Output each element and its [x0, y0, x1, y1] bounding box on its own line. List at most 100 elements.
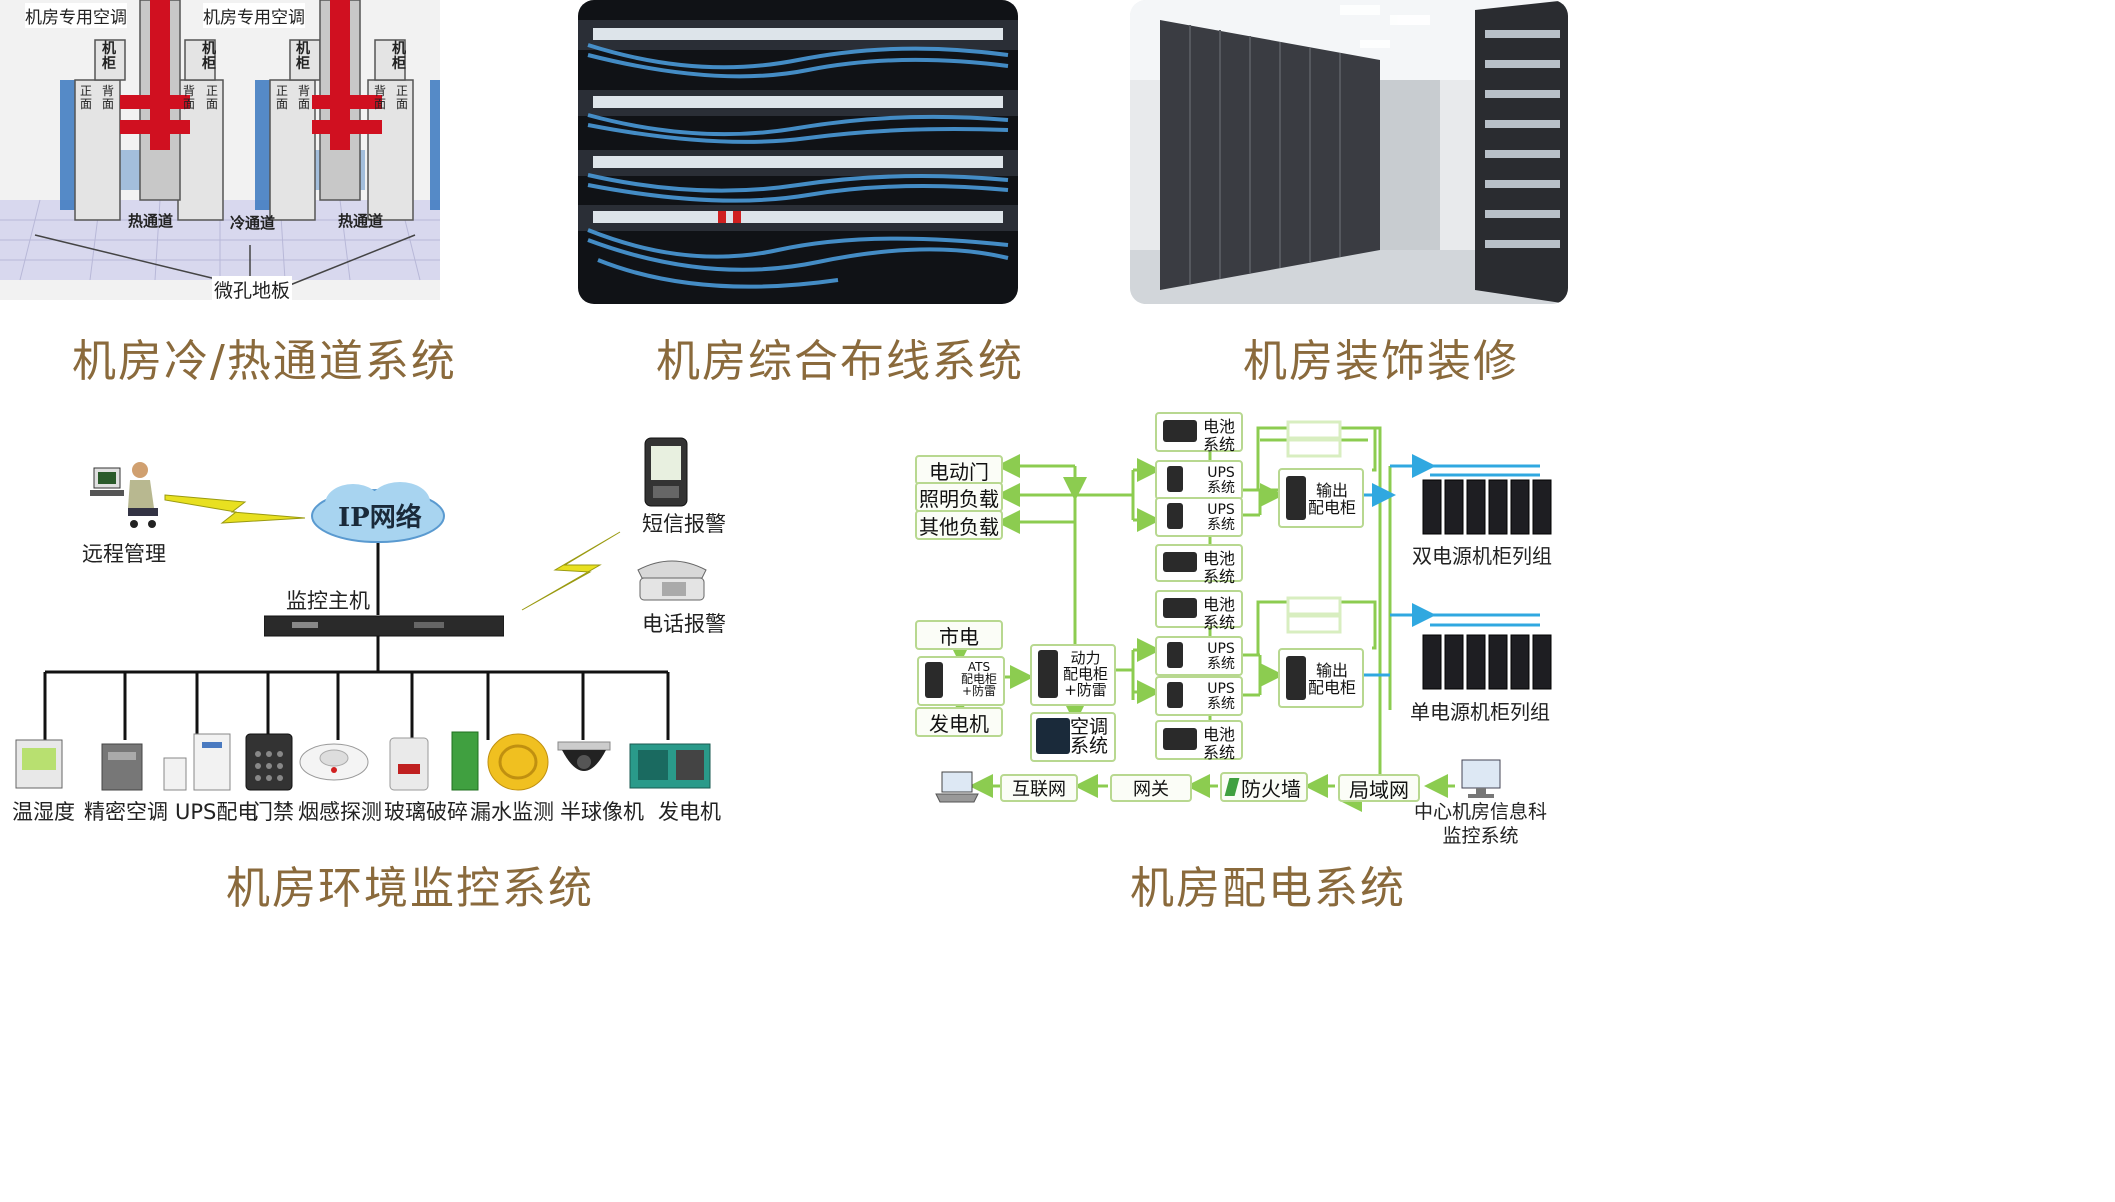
monitor-pc-icon — [1461, 759, 1501, 798]
firewall-label: 防火墙 — [1241, 776, 1301, 801]
ups-label: UPS 系统 — [1207, 502, 1235, 533]
battery-label: 电池 系统 — [1202, 725, 1235, 762]
other-load-box: 其他负载 — [915, 510, 1003, 540]
glass-break-icon — [389, 737, 429, 791]
generator-box: 发电机 — [915, 707, 1003, 737]
ac-right-label: 机房专用空调 — [203, 3, 305, 28]
monitoring-lines — [43, 494, 670, 740]
bolt-left-icon — [164, 494, 306, 524]
smoke-detector-icon — [299, 743, 369, 781]
battery-3: 电池 系统 — [1155, 590, 1243, 632]
cabinet-icon — [1038, 650, 1058, 698]
power-cabinet-label: 动力 配电柜 +防雷 — [1062, 649, 1108, 699]
electric-door-box: 电动门 — [915, 455, 1003, 485]
ups-icon — [1167, 642, 1183, 668]
battery-1: 电池 系统 — [1155, 412, 1243, 454]
ups-3: UPS 系统 — [1155, 636, 1243, 676]
device-label-3: 门禁 — [252, 800, 294, 824]
ups-label: UPS 系统 — [1207, 465, 1235, 496]
ats-label: ATS 配电柜 +防雷 — [960, 660, 997, 698]
remote-admin-icon — [90, 462, 158, 528]
generator-icon — [629, 743, 711, 789]
battery-icon — [1163, 420, 1197, 442]
front-label-3: 正面 — [276, 84, 289, 111]
center-monitoring-label: 中心机房信息科 监控系统 — [1414, 801, 1548, 847]
device-label-1: 精密空调 — [84, 800, 168, 824]
access-control-icon — [245, 733, 293, 791]
back-label-1: 背面 — [102, 84, 115, 111]
lighting-load-box: 照明负载 — [915, 482, 1003, 512]
caption-cold-hot-aisle: 机房冷/热通道系统 — [72, 336, 457, 387]
back-label-4: 背面 — [374, 84, 387, 111]
mobile-phone-icon — [644, 437, 688, 507]
firewall-box: 防火墙 — [1220, 772, 1308, 802]
host-device-icon — [264, 615, 504, 637]
output-cabinet-label: 输出 配电柜 — [1307, 481, 1356, 517]
ups-label: UPS 系统 — [1207, 641, 1235, 672]
battery-label: 电池 系统 — [1202, 595, 1235, 632]
ups-icon — [1167, 503, 1183, 529]
patch-panel-illustration — [578, 20, 1018, 289]
ac-system: 空调 系统 — [1030, 712, 1116, 762]
ac-left-label: 机房专用空调 — [25, 3, 127, 28]
ups-icon — [1167, 682, 1183, 708]
floor-label: 微孔地板 — [212, 276, 293, 300]
caption-env-monitoring: 机房环境监控系统 — [226, 863, 594, 914]
ip-network-label: IP网络 — [338, 503, 422, 533]
cabinet-label-1: 机柜 — [102, 41, 116, 72]
water-leak-icon — [451, 731, 549, 791]
laptop-icon — [935, 771, 979, 803]
ups-label: UPS 系统 — [1207, 681, 1235, 712]
battery-label: 电池 系统 — [1202, 549, 1235, 586]
front-label-1: 正面 — [80, 84, 93, 111]
mains-box: 市电 — [915, 620, 1003, 650]
ats-cabinet: ATS 配电柜 +防雷 — [917, 656, 1005, 706]
host-label: 监控主机 — [286, 589, 370, 613]
ac-system-label: 空调 系统 — [1069, 716, 1108, 757]
battery-icon — [1163, 728, 1197, 750]
output-cabinet-1: 输出 配电柜 — [1278, 468, 1364, 528]
cabinet-icon — [1286, 656, 1306, 700]
gateway-box: 网关 — [1110, 774, 1192, 802]
cabinet-label-2: 机柜 — [202, 41, 216, 72]
cold-aisle-label: 冷通道 — [230, 214, 276, 232]
remote-label: 远程管理 — [82, 542, 166, 566]
caption-cabling: 机房综合布线系统 — [656, 336, 1024, 387]
power-cabinet: 动力 配电柜 +防雷 — [1030, 644, 1116, 706]
device-label-2: UPS配电 — [175, 800, 259, 824]
hot-aisle-label-2: 热通道 — [338, 212, 384, 230]
battery-4: 电池 系统 — [1155, 720, 1243, 762]
ups-icon — [1167, 466, 1183, 492]
back-label-3: 背面 — [298, 84, 311, 111]
cabinet-icon — [925, 662, 943, 698]
ip-cloud-icon — [311, 482, 445, 543]
front-label-2: 正面 — [206, 84, 219, 111]
ups-2: UPS 系统 — [1155, 497, 1243, 537]
cabinet-icon — [1286, 476, 1306, 520]
server-room-illustration — [1130, 0, 1568, 304]
output-cabinet-label: 输出 配电柜 — [1307, 661, 1356, 697]
dome-camera-icon — [557, 741, 611, 771]
ups-icon — [163, 733, 231, 791]
battery-icon — [1163, 598, 1197, 618]
battery-label: 电池 系统 — [1202, 417, 1235, 454]
desk-phone-icon — [637, 560, 707, 601]
output-cabinet-2: 输出 配电柜 — [1278, 648, 1364, 708]
firewall-icon — [1224, 778, 1240, 796]
dual-cabinet-row-icon — [1422, 479, 1552, 535]
dual-cabinets-label: 双电源机柜列组 — [1412, 544, 1552, 568]
device-label-5: 玻璃破碎 — [384, 800, 468, 824]
sms-label: 短信报警 — [642, 512, 726, 536]
aisle-diagram: 机房专用空调 机房专用空调 机柜 机柜 机柜 机柜 正面 背面 背面 正面 正面… — [0, 0, 440, 300]
decoration-photo — [1130, 0, 1568, 304]
device-label-0: 温湿度 — [12, 800, 75, 824]
caption-decoration: 机房装饰装修 — [1243, 336, 1519, 387]
device-label-6: 漏水监测 — [470, 800, 554, 824]
device-label-7: 半球像机 — [560, 800, 644, 824]
power-lines — [948, 420, 1540, 812]
thermometer-hygrometer-icon — [15, 739, 63, 789]
cabinet-label-3: 机柜 — [296, 41, 310, 72]
single-cabinets-label: 单电源机柜列组 — [1410, 700, 1550, 724]
cabling-photo — [578, 0, 1018, 304]
single-cabinet-row-icon — [1422, 634, 1552, 690]
